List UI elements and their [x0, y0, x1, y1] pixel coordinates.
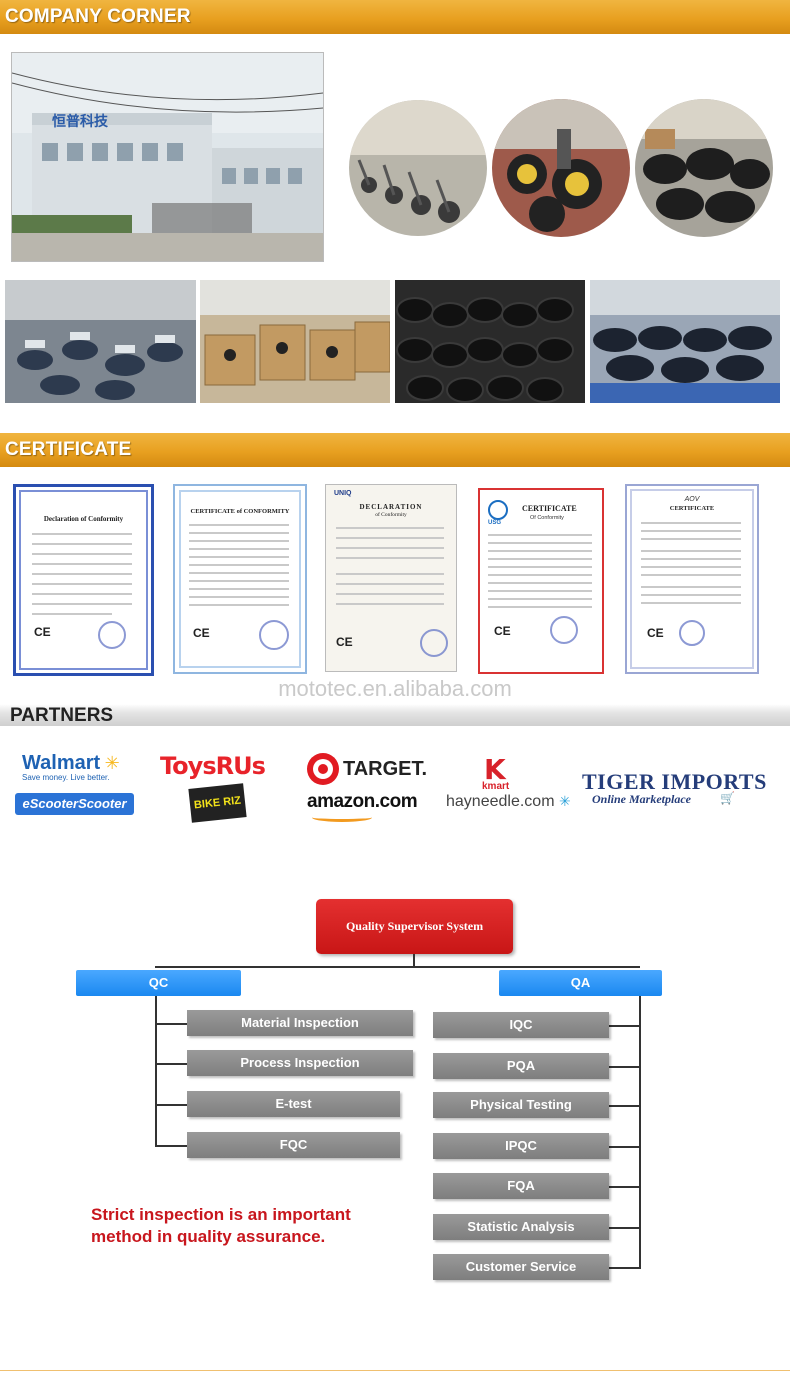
- watermark-text: mototec.en.alibaba.com: [278, 676, 512, 701]
- certificate-4-logo: USG: [488, 520, 502, 526]
- certificate-4: USG CERTIFICATE Of Conformity CE: [478, 488, 604, 674]
- seal-icon: [420, 629, 448, 657]
- tiger-imports-logo: TIGER IMPORTS: [582, 769, 767, 794]
- quality-note-line-1: Strict inspection is an important: [91, 1205, 351, 1224]
- warehouse-photo-2: [200, 280, 390, 403]
- qa-item-iqc: IQC: [433, 1012, 609, 1038]
- ce-mark-3: CE: [336, 635, 353, 649]
- hayneedle-logo: hayneedle.com ✳: [446, 793, 571, 811]
- hayneedle-star-icon: ✳: [558, 794, 571, 810]
- qc-item-fqc: FQC: [187, 1132, 400, 1158]
- qa-item-customer-service: Customer Service: [433, 1254, 609, 1280]
- walmart-spark-icon: ✳: [104, 753, 120, 774]
- qa-item-fqa: FQA: [433, 1173, 609, 1199]
- amazon-logo: amazon.com: [307, 791, 418, 812]
- walmart-logo: Walmart ✳ Save money. Live better.: [22, 752, 120, 782]
- certificate-4-title: CERTIFICATE: [522, 504, 577, 513]
- hayneedle-name: hayneedle.com: [446, 793, 555, 810]
- target-bullseye-icon: [307, 753, 339, 785]
- ce-mark-1: CE: [34, 625, 51, 639]
- toysrus-logo: ToysRUs: [160, 752, 266, 780]
- ce-mark-4: CE: [494, 624, 511, 638]
- seal-icon: [259, 620, 289, 650]
- target-name: TARGET.: [343, 758, 428, 780]
- qa-item-statistic-analysis: Statistic Analysis: [433, 1214, 609, 1240]
- company-corner-title: COMPANY CORNER: [5, 6, 191, 27]
- bikeriz-logo: BIKE RIZ: [188, 783, 247, 823]
- certificate-banner: CERTIFICATE: [0, 433, 790, 467]
- seal-icon: [98, 621, 126, 649]
- certificate-5: AOV CERTIFICATE CE: [625, 484, 759, 674]
- qa-item-ipqc: IPQC: [433, 1133, 609, 1159]
- cart-icon: 🛒: [720, 791, 735, 805]
- ce-mark-5: CE: [647, 626, 664, 640]
- certificate-2-title: CERTIFICATE of CONFORMITY: [190, 508, 290, 515]
- qa-item-pqa: PQA: [433, 1053, 609, 1079]
- qc-item-material-inspection: Material Inspection: [187, 1010, 413, 1036]
- workshop-photo-circle-3: [635, 99, 773, 237]
- qa-item-physical-testing: Physical Testing: [433, 1092, 609, 1118]
- workshop-photo-circle-2: [492, 99, 630, 237]
- tiger-imports-tagline: Online Marketplace: [592, 792, 691, 806]
- workshop-photo-circle-1: [349, 100, 487, 236]
- factory-photo: 恒普科技: [11, 52, 324, 262]
- partners-title: PARTNERS: [10, 705, 114, 726]
- amazon-smile-icon: [312, 813, 372, 822]
- quality-note-line-2: method in quality assurance.: [91, 1227, 326, 1246]
- walmart-name: Walmart: [22, 752, 101, 774]
- qc-item-process-inspection: Process Inspection: [187, 1050, 413, 1076]
- certificate-1-title: Declaration of Conformity: [43, 515, 124, 523]
- qc-item-e-test: E-test: [187, 1091, 400, 1117]
- certificate-3-logo: UNIQ: [334, 490, 352, 497]
- kmart-k-icon: K: [484, 753, 506, 786]
- quality-note: Strict inspection is an important method…: [91, 1204, 351, 1248]
- warehouse-photo-1: [5, 280, 196, 403]
- usg-logo-icon: [488, 500, 508, 520]
- certificate-2: CERTIFICATE of CONFORMITY CE: [173, 484, 307, 674]
- certificate-5-title: CERTIFICATE: [669, 505, 715, 512]
- certificate-3: UNIQ DECLARATION of Conformity CE: [325, 484, 457, 672]
- certificate-1: Declaration of Conformity CE: [13, 484, 154, 676]
- quality-supervisor-system-box: Quality Supervisor System: [316, 899, 513, 954]
- warehouse-photo-4: [590, 280, 780, 403]
- bottom-divider: [0, 1370, 790, 1371]
- company-corner-banner: COMPANY CORNER: [0, 0, 790, 34]
- ce-mark-2: CE: [193, 626, 210, 640]
- walmart-tagline: Save money. Live better.: [22, 773, 110, 782]
- seal-icon: [679, 620, 705, 646]
- escooterscooter-logo: eScooterScooter: [15, 793, 134, 815]
- kmart-name: kmart: [482, 781, 510, 792]
- certificate-3-subtitle: of Conformity: [375, 512, 407, 518]
- certificate-section-title: CERTIFICATE: [5, 439, 132, 460]
- certificate-4-subtitle: Of Conformity: [530, 515, 564, 521]
- qa-box: QA: [499, 970, 662, 996]
- warehouse-photo-3: [395, 280, 585, 403]
- certificate-3-title: DECLARATION: [359, 503, 423, 511]
- qc-box: QC: [76, 970, 241, 996]
- factory-sign: 恒普科技: [52, 114, 108, 130]
- partners-banner: PARTNERS: [0, 704, 790, 726]
- certificate-5-logo: AOV: [684, 496, 700, 503]
- seal-icon: [550, 616, 578, 644]
